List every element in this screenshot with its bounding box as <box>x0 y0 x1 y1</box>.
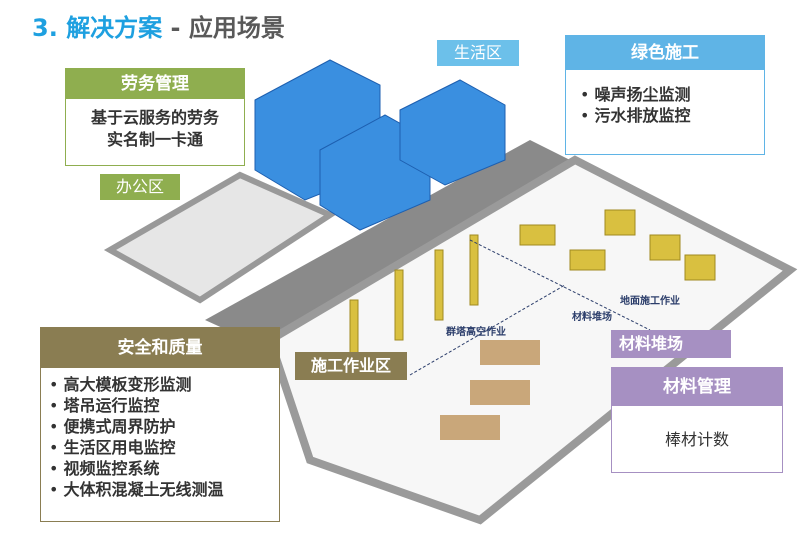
list-item: 噪声扬尘监测 <box>580 84 764 105</box>
list-item: 便携式周界防护 <box>49 416 279 437</box>
ground-work-label: 地面施工作业 <box>620 296 680 307</box>
list-item: 塔吊运行监控 <box>49 395 279 416</box>
labor-management-card: 劳务管理 基于云服务的劳务实名制一卡通 <box>65 68 245 166</box>
material-header: 材料管理 <box>612 368 782 406</box>
page-title: 3. 解决方案 - 应用场景 <box>32 14 285 42</box>
green-construction-card: 绿色施工 噪声扬尘监测 污水排放监控 <box>565 35 765 155</box>
list-item: 视频监控系统 <box>49 458 279 479</box>
material-management-card: 材料管理 棒材计数 <box>611 367 783 473</box>
material-body: 棒材计数 <box>664 430 729 449</box>
green-header: 绿色施工 <box>566 36 764 70</box>
material-yard-tag: 材料堆场 <box>611 330 731 358</box>
tower-work-label: 群塔高空作业 <box>446 327 506 338</box>
list-item: 高大模板变形监测 <box>49 374 279 395</box>
office-zone-tag: 办公区 <box>100 174 180 200</box>
safety-quality-card: 安全和质量 高大模板变形监测 塔吊运行监控 便携式周界防护 生活区用电监控 视频… <box>40 327 280 522</box>
safety-header: 安全和质量 <box>41 328 279 368</box>
safety-list: 高大模板变形监测 塔吊运行监控 便携式周界防护 生活区用电监控 视频监控系统 大… <box>41 368 279 500</box>
yard-label: 材料堆场 <box>572 312 612 323</box>
living-zone-tag: 生活区 <box>437 40 519 66</box>
green-list: 噪声扬尘监测 污水排放监控 <box>566 70 764 126</box>
labor-body: 基于云服务的劳务实名制一卡通 <box>90 108 219 149</box>
list-item: 大体积混凝土无线测温 <box>49 479 279 500</box>
list-item: 污水排放监控 <box>580 105 764 126</box>
worksite-zone-tag: 施工作业区 <box>295 352 407 380</box>
list-item: 生活区用电监控 <box>49 437 279 458</box>
labor-header: 劳务管理 <box>66 69 244 99</box>
